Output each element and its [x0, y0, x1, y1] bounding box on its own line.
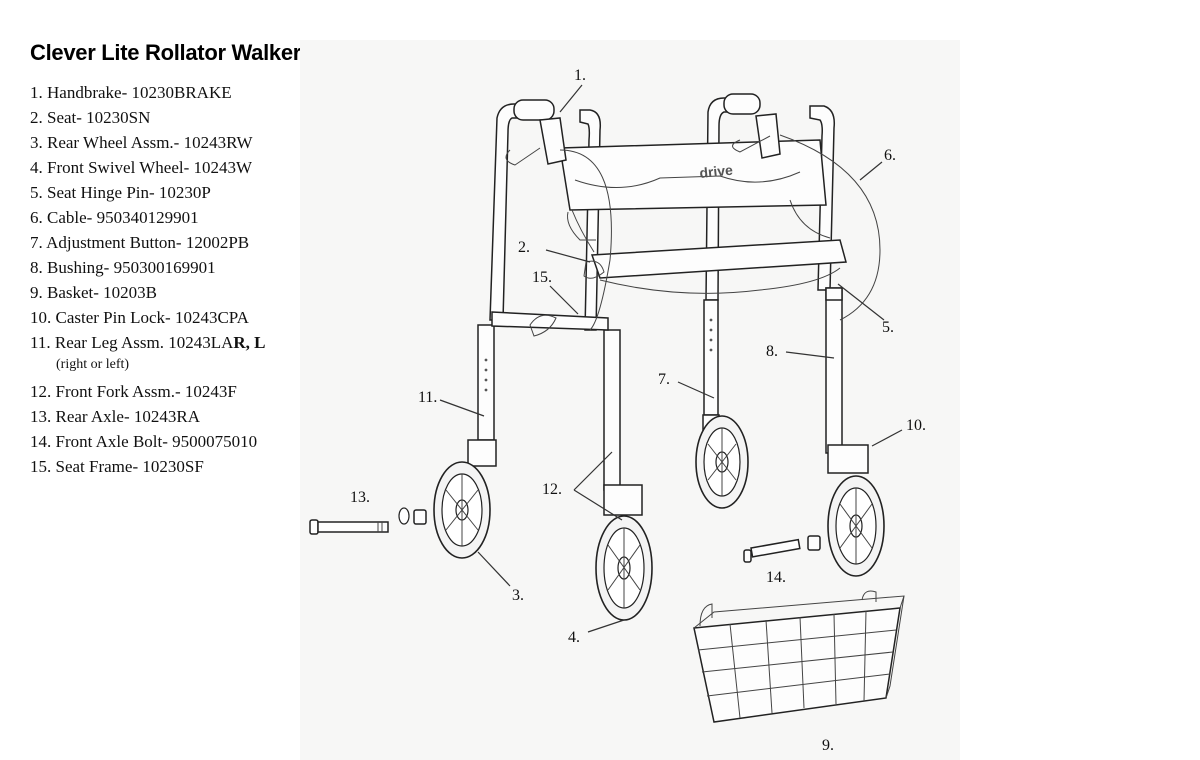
- part-item: 3. Rear Wheel Assm.- 10243RW: [30, 133, 253, 152]
- part-item: 11. Rear Leg Assm. 10243LAR, L: [30, 333, 266, 352]
- part-item: 14. Front Axle Bolt- 9500075010: [30, 432, 258, 451]
- part-item: 12. Front Fork Assm.- 10243F: [30, 382, 237, 401]
- handbrake-left: [539, 117, 567, 165]
- callout-1: 1.: [574, 67, 586, 84]
- callout-3: 3.: [512, 587, 524, 604]
- part-item: 5. Seat Hinge Pin- 10230P: [30, 183, 211, 202]
- callout-9: 9.: [822, 737, 834, 754]
- callout-leaders: [439, 84, 903, 633]
- seat-brand-logo: drive: [699, 162, 734, 181]
- callout-12: 12.: [542, 481, 562, 498]
- part-item: 9. Basket- 10203B: [30, 283, 158, 302]
- front-axle-bolt: [743, 535, 821, 563]
- callout-11: 11.: [418, 389, 437, 406]
- rear-axle: [309, 507, 427, 535]
- callout-5: 5.: [882, 319, 894, 336]
- part-item: 15. Seat Frame- 10230SF: [30, 457, 204, 476]
- walker-frame: drive: [467, 93, 881, 516]
- callout-7: 7.: [658, 371, 670, 388]
- rear-wheel-left: [433, 461, 491, 559]
- part-item: 7. Adjustment Button- 12002PB: [30, 233, 250, 252]
- front-wheel-left: [595, 515, 653, 621]
- parts-list: 1. Handbrake- 10230BRAKE 2. Seat- 10230S…: [30, 80, 265, 479]
- callout-2: 2.: [518, 239, 530, 256]
- basket: [693, 590, 905, 723]
- callout-10: 10.: [906, 417, 926, 434]
- part-item: 13. Rear Axle- 10243RA: [30, 407, 200, 426]
- part-item: 2. Seat- 10230SN: [30, 108, 151, 127]
- front-wheel-right: [827, 475, 885, 577]
- callout-14: 14.: [766, 569, 786, 586]
- callout-8: 8.: [766, 343, 778, 360]
- part-item: 4. Front Swivel Wheel- 10243W: [30, 158, 253, 177]
- part-item: 8. Bushing- 950300169901: [30, 258, 216, 277]
- callout-13: 13.: [350, 489, 370, 506]
- handbrake-right: [755, 113, 781, 159]
- part-item: 10. Caster Pin Lock- 10243CPA: [30, 308, 249, 327]
- rear-wheel-right: [695, 415, 749, 509]
- callout-4: 4.: [568, 629, 580, 646]
- callout-6: 6.: [884, 147, 896, 164]
- part-item-note: (right or left): [56, 357, 130, 372]
- callout-15: 15.: [532, 269, 552, 286]
- part-item: 6. Cable- 950340129901: [30, 208, 199, 227]
- part-item: 1. Handbrake- 10230BRAKE: [30, 83, 232, 102]
